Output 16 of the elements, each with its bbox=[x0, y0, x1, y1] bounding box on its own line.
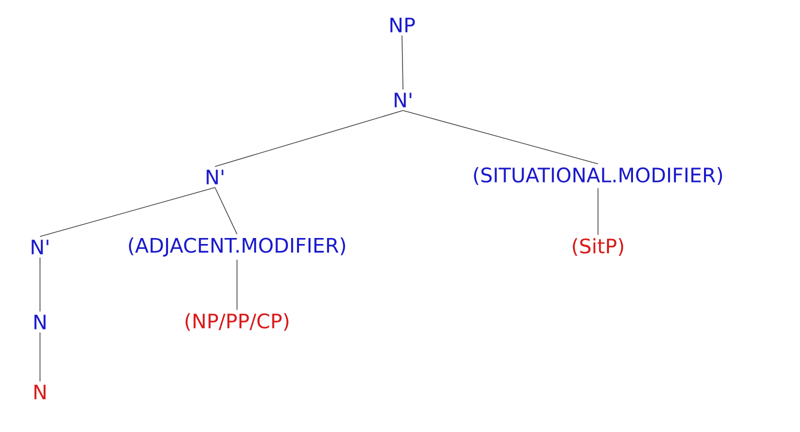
tree-label: (SitP) bbox=[572, 238, 624, 256]
tree-label: NP bbox=[390, 18, 415, 32]
tree-branch bbox=[214, 110, 404, 167]
tree-branch bbox=[402, 35, 404, 90]
tree-label: N bbox=[34, 384, 46, 400]
tree-label: N' bbox=[206, 170, 224, 184]
tree-label: N' bbox=[32, 240, 48, 254]
tree-branch bbox=[402, 110, 598, 164]
tree-branch bbox=[236, 259, 238, 310]
tree-label: N bbox=[34, 314, 46, 330]
tree-branch bbox=[214, 187, 238, 235]
tree-label: N' bbox=[394, 92, 412, 108]
tree-branch bbox=[40, 187, 216, 237]
tree-label: (SITUATIONAL.MODIFIER) bbox=[474, 167, 722, 185]
tree-label: (ADJACENT.MODIFIER) bbox=[128, 237, 346, 257]
tree-label: (NP/PP/CP) bbox=[186, 313, 288, 331]
